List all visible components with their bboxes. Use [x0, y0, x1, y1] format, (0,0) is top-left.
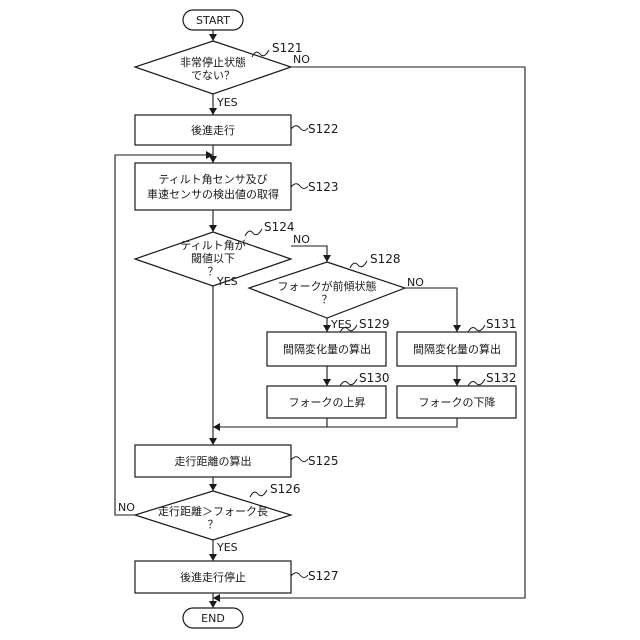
s130-leader — [340, 379, 357, 386]
process-s123: ティルト角センサ及び 車速センサの検出値の取得 — [135, 163, 291, 210]
arrowhead — [209, 156, 217, 163]
s128-text-line-1: フォークが前傾状態 — [278, 279, 377, 293]
s126-leader — [250, 490, 267, 497]
process-s129: 間隔変化量の算出 — [267, 332, 386, 366]
s122-ref: S122 — [308, 122, 339, 136]
arrowhead — [453, 379, 461, 386]
process-s132: フォークの下降 — [397, 386, 516, 418]
s129-text: 間隔変化量の算出 — [283, 342, 371, 356]
s124-leader — [245, 229, 262, 236]
s131-ref: S131 — [486, 317, 517, 331]
s123-text-line-1: ティルト角センサ及び — [158, 173, 267, 186]
process-s127: 後進走行停止 — [135, 561, 291, 593]
flow-s124-no-to-s128 — [291, 246, 327, 262]
s129-ref: S129 — [359, 317, 390, 331]
s124-text-line-2: 閾値以下 — [191, 252, 235, 265]
flow-s128-no-to-s131 — [405, 288, 457, 332]
s125-text: 走行距離の算出 — [175, 454, 252, 468]
decision-s128: フォークが前傾状態 ？ — [249, 262, 405, 318]
s121-text-line-1: 非常停止状態 — [180, 55, 246, 69]
s124-yes-label: YES — [216, 275, 238, 288]
flow-s130-s132-merge — [327, 418, 457, 427]
decision-s126: 走行距離＞フォーク長 ？ — [135, 491, 291, 540]
process-s125: 走行距離の算出 — [135, 445, 291, 477]
s126-yes-label: YES — [216, 541, 238, 554]
start-label: START — [196, 14, 230, 27]
s127-ref: S127 — [308, 569, 339, 583]
s128-text-line-2: ？ — [322, 293, 333, 306]
s123-leader — [291, 184, 308, 189]
s130-ref: S130 — [359, 371, 390, 385]
process-s131: 間隔変化量の算出 — [397, 332, 516, 366]
s124-text-line-1: ティルト角が — [180, 238, 245, 252]
arrowhead — [209, 484, 217, 491]
arrowhead — [209, 438, 217, 445]
s123-ref: S123 — [308, 180, 339, 194]
s131-text: 間隔変化量の算出 — [413, 342, 501, 356]
s131-leader — [468, 325, 485, 332]
s130-text: フォークの上昇 — [289, 396, 366, 409]
arrowhead — [209, 601, 217, 608]
arrowhead — [213, 594, 220, 602]
s121-text-line-2: でない？ — [191, 69, 235, 82]
s121-yes-label: YES — [216, 96, 238, 109]
s127-leader — [291, 573, 308, 578]
s125-ref: S125 — [308, 454, 339, 468]
s124-no-label: NO — [293, 233, 310, 246]
s126-no-label: NO — [118, 501, 135, 514]
s122-leader — [291, 126, 308, 131]
arrowhead — [209, 108, 217, 115]
s132-ref: S132 — [486, 371, 517, 385]
s128-leader — [350, 261, 367, 268]
end-label: END — [201, 612, 225, 625]
decision-s121: 非常停止状態 でない？ — [135, 41, 291, 94]
start-terminal: START — [183, 10, 243, 30]
end-terminal: END — [183, 608, 243, 628]
arrowhead — [209, 554, 217, 561]
arrowhead — [323, 255, 331, 262]
arrowhead — [323, 379, 331, 386]
arrowhead — [213, 423, 220, 431]
arrowhead — [453, 325, 461, 332]
arrowhead — [209, 34, 217, 41]
arrowhead — [323, 325, 331, 332]
s128-no-label: NO — [407, 276, 424, 289]
s122-text: 後進走行 — [191, 123, 235, 137]
s125-leader — [291, 457, 308, 462]
s132-text: フォークの下降 — [419, 395, 496, 409]
arrowhead — [209, 225, 217, 232]
s132-leader — [468, 379, 485, 386]
s123-text-line-2: 車速センサの検出値の取得 — [147, 187, 279, 201]
s126-ref: S126 — [270, 482, 301, 496]
s124-ref: S124 — [264, 220, 295, 234]
s126-text-line-1: 走行距離＞フォーク長 — [158, 504, 268, 518]
process-s130: フォークの上昇 — [267, 386, 386, 418]
s126-text-line-2: ？ — [208, 518, 219, 531]
process-s122: 後進走行 — [135, 115, 291, 145]
decision-s124: ティルト角が 閾値以下 ？ — [135, 232, 291, 286]
s128-ref: S128 — [370, 252, 401, 266]
s121-ref: S121 — [272, 41, 303, 55]
s127-text: 後進走行停止 — [180, 570, 246, 584]
